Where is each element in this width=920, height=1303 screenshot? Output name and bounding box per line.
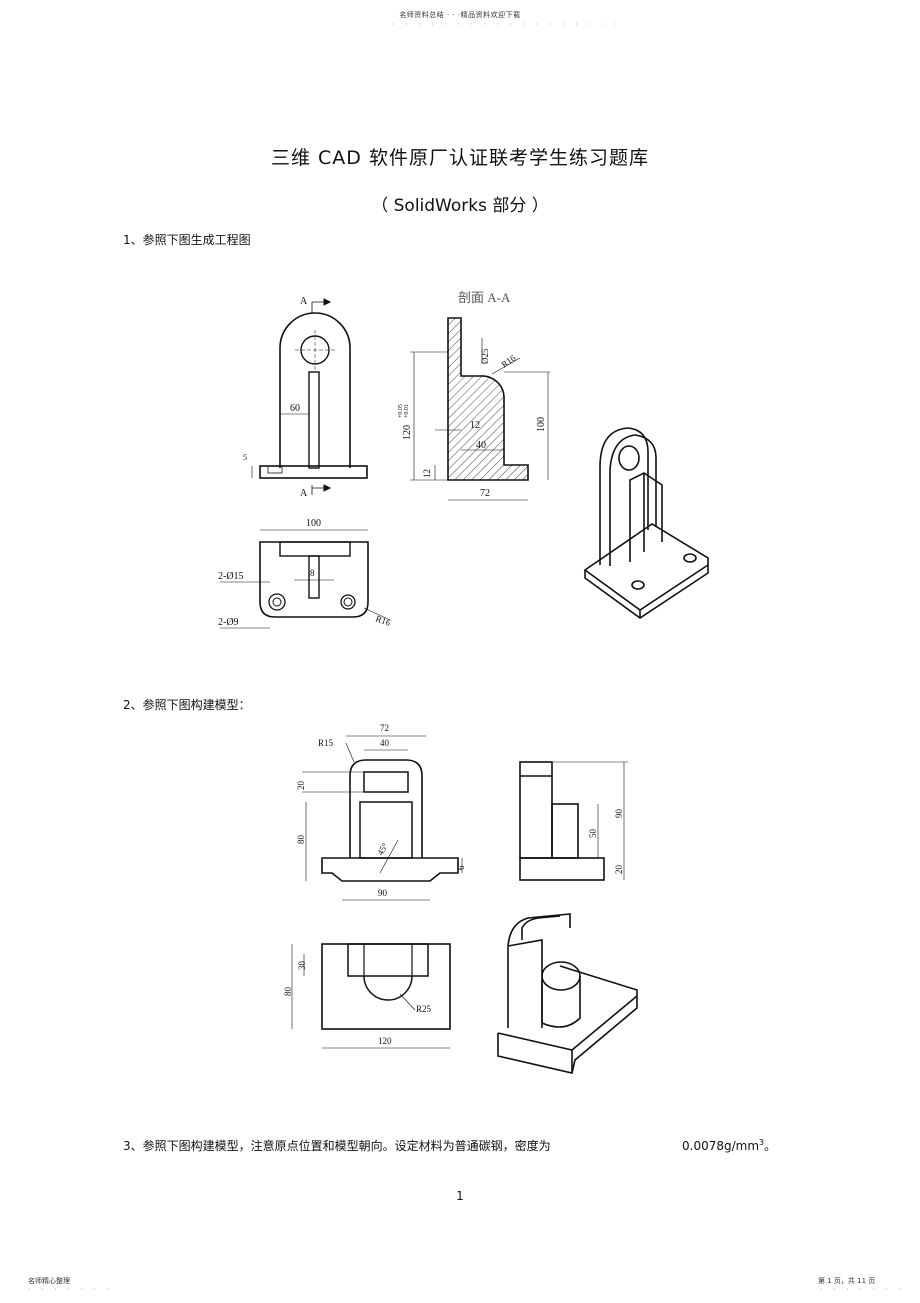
fig1-tol-lower: +0.01 bbox=[404, 404, 410, 418]
fig1-r16: R16 bbox=[499, 353, 517, 370]
footer-right-dots: · · · · · · · bbox=[820, 1285, 906, 1294]
fig1-isometric-view bbox=[583, 427, 709, 619]
density-value: 0.0078g/mm bbox=[682, 1139, 760, 1153]
fig1-section-title: 剖面 A-A bbox=[458, 290, 511, 305]
page-header: 名师资料总结 · · ·精品资料欢迎下载 bbox=[399, 11, 521, 19]
figure-2-drawing: 72 40 R15 20 80 45° 6 90 90 50 20 bbox=[283, 723, 638, 1074]
fig1-top-dim-8: 8 bbox=[310, 568, 315, 578]
fig1-top-holes-15: 2-Ø15 bbox=[218, 571, 244, 582]
fig2-dim-80: 80 bbox=[296, 835, 306, 845]
page-title: 三维 CAD 软件原厂认证联考学生练习题库 bbox=[271, 147, 649, 169]
question-1-label: 1、参照下图生成工程图 bbox=[123, 233, 251, 247]
fig1-tol-upper: +0.05 bbox=[398, 404, 404, 418]
fig2-front-view: 72 40 R15 20 80 45° 6 90 bbox=[296, 723, 466, 901]
fig2-side-dim-50: 50 bbox=[588, 829, 598, 839]
fig2-isometric-view bbox=[497, 913, 638, 1074]
page-number: 1 bbox=[456, 1189, 464, 1203]
fig1-dim-72: 72 bbox=[480, 488, 490, 499]
fig1-top-holes-9: 2-Ø9 bbox=[218, 617, 239, 628]
fig2-side-dim-90: 90 bbox=[614, 809, 624, 819]
fig1-top-dim-100: 100 bbox=[306, 518, 321, 529]
fig1-dim-100: 100 bbox=[536, 417, 547, 432]
fig2-dim-40: 40 bbox=[380, 738, 390, 748]
fig2-dim-90: 90 bbox=[378, 888, 388, 898]
fig2-r15: R15 bbox=[318, 738, 334, 748]
fig1-front-view: A A 60 5 bbox=[243, 296, 368, 499]
question-2-label: 2、参照下图构建模型： bbox=[123, 698, 251, 712]
fig2-top-view: 30 80 R25 120 bbox=[283, 943, 451, 1049]
header-dots: · · · · · · · · · · · · · · · · · · bbox=[392, 20, 622, 29]
fig1-arrow-bottom-label: A bbox=[300, 488, 308, 499]
fig2-dim-20a: 20 bbox=[296, 781, 306, 791]
fig2-dim-72: 72 bbox=[380, 723, 389, 733]
density-exponent: 3 bbox=[759, 1138, 765, 1147]
fig1-dim-12b: 12 bbox=[422, 469, 432, 478]
fig1-section-view: 剖面 A-A 120 +0.05 +0.01 Ø25 R16 12 40 100… bbox=[398, 290, 550, 501]
figure-1-drawing: A A 60 5 剖面 A-A 120 +0.05 +0.01 Ø25 R16 … bbox=[218, 290, 709, 629]
fig1-dim-60: 60 bbox=[290, 403, 300, 414]
fig2-ang-45: 45° bbox=[375, 841, 390, 857]
footer-left: 名师精心整理 bbox=[28, 1277, 70, 1285]
fig1-dia-25: Ø25 bbox=[480, 348, 490, 364]
fig2-side-dim-20: 20 bbox=[614, 865, 624, 875]
fig1-dim-12a: 12 bbox=[470, 420, 480, 431]
fig1-dim-5: 5 bbox=[243, 453, 247, 462]
fig2-dim-6: 6 bbox=[456, 865, 466, 870]
fig2-top-dim-30: 30 bbox=[297, 961, 307, 971]
fig2-top-dim-120: 120 bbox=[378, 1036, 392, 1046]
fig2-side-view: 90 50 20 bbox=[519, 761, 628, 881]
fig1-top-view: 100 8 2-Ø15 2-Ø9 R16 bbox=[218, 518, 392, 629]
footer-right: 第 1 页，共 11 页 bbox=[818, 1277, 876, 1285]
question-3-density: 0.0078g/mm3。 bbox=[682, 1137, 776, 1154]
fig1-dim-120: 120 bbox=[402, 425, 413, 440]
fig2-top-dim-80: 80 bbox=[283, 987, 293, 997]
fig1-arrow-top-label: A bbox=[300, 296, 308, 307]
fig1-dim-40: 40 bbox=[476, 440, 486, 451]
footer-left-dots: · · · · · · · bbox=[28, 1285, 114, 1294]
page-subtitle: （ SolidWorks 部分 ） bbox=[371, 196, 549, 216]
fig1-top-r16: R16 bbox=[374, 613, 392, 628]
fig2-top-r25: R25 bbox=[416, 1004, 432, 1014]
question-3-label: 3、参照下图构建模型，注意原点位置和模型朝向。设定材料为普通碳钢，密度为 bbox=[123, 1139, 551, 1153]
density-end: 。 bbox=[764, 1139, 777, 1153]
